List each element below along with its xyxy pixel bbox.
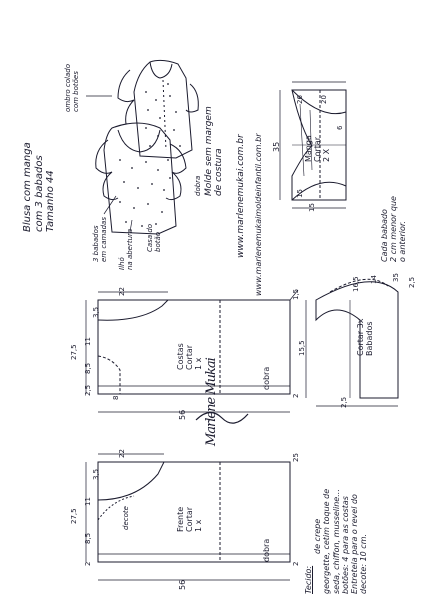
sleeve-dim-d: 6	[336, 125, 344, 130]
title-line-2: com 3 babados	[33, 155, 45, 232]
back-dim-h: 2	[292, 393, 300, 398]
back-dim-d: 11	[84, 337, 92, 346]
front-neck-label: decote	[122, 506, 130, 530]
back-dim-g: 1,5	[292, 288, 300, 300]
back-dim-c: 8,5	[84, 362, 92, 374]
back-fold-label: dobra	[262, 366, 271, 390]
fabric-notes: Tecido: de crepe georgette, cetim toque …	[304, 488, 369, 594]
sleeve-pattern	[279, 81, 347, 209]
back-dim-neck: 3,5	[92, 306, 100, 318]
back-dim-width: 56	[178, 409, 187, 420]
sleeve-dim-e: 15	[308, 203, 316, 212]
website-2: www.marlenemukaimoldeinfantil.com.br	[254, 133, 263, 296]
front-dim-g: 2	[292, 561, 300, 566]
front-dim-height: 27,5	[70, 508, 78, 524]
sleeve-cut-label: Manga Cortar 2 X	[304, 135, 332, 162]
label-button-placket: ombro colado com botões	[64, 63, 81, 112]
front-dim-e: 2	[84, 561, 92, 566]
front-dim-c: 8,5	[84, 532, 92, 544]
front-dim-width: 56	[178, 579, 187, 590]
pattern-title: Blusa com manga com 3 babados Tamanho 44	[22, 142, 57, 232]
molde-note: Molde sem margem de costura	[204, 106, 225, 196]
front-bodice-pattern	[85, 453, 291, 581]
back-dim-height: 27,5	[70, 344, 78, 360]
front-dim-neck: 3,5	[92, 468, 100, 480]
title-size: Tamanho 44	[45, 170, 56, 232]
back-bodice-pattern	[85, 289, 299, 413]
front-dim-d: 11	[84, 497, 92, 506]
ruffle-dim-a: 16,5	[352, 276, 360, 292]
back-dim-e: 2,5	[84, 384, 92, 396]
ruffle-dim-d: 2,5	[408, 276, 416, 288]
ruffle-dim-b: 14	[370, 275, 378, 284]
sleeve-dim-c: 20	[320, 95, 328, 104]
title-line-1: Blusa com manga	[22, 142, 33, 232]
signature: Marlene Mukai	[204, 358, 219, 446]
ruffle-pattern	[305, 278, 399, 407]
sleeve-dim-length: 35	[272, 141, 281, 152]
blouse-illustration	[86, 59, 199, 235]
ruffle-note: Cada babado 2 cm menor que o anterior.	[380, 196, 408, 262]
signature-flourish	[195, 411, 249, 424]
ruffle-dim-f: 2,5	[340, 396, 348, 408]
label-placket-right: Casa do botão	[146, 223, 163, 252]
ruffle-dim-e: 15,5	[298, 340, 306, 356]
label-collar-fold: dobra	[194, 175, 202, 196]
website-1: www.marlenemukai.com.br	[236, 134, 246, 258]
back-dim-shoulder: 22	[118, 287, 126, 296]
sleeve-dim-b: 26	[296, 95, 304, 104]
front-dim-f: 25	[292, 453, 300, 462]
front-dim-shoulder: 22	[118, 449, 126, 458]
ruffle-dim-c: 35	[392, 273, 400, 282]
label-loop: Ilhó na abertura	[118, 228, 135, 270]
fabric-heading: Tecido:	[304, 565, 313, 594]
sleeve-dim-a: 15	[296, 189, 304, 198]
front-cut-label: Frente Cortar 1 x	[176, 506, 204, 532]
back-dim-f: 8	[112, 395, 120, 400]
ruffle-cut-label: Cortar 3x Babados	[356, 318, 375, 356]
front-fold-label: dobra	[262, 538, 271, 562]
label-ruffles: 3 babados em camadas	[92, 217, 109, 262]
back-cut-label: Costas Cortar 1 x	[176, 343, 204, 370]
